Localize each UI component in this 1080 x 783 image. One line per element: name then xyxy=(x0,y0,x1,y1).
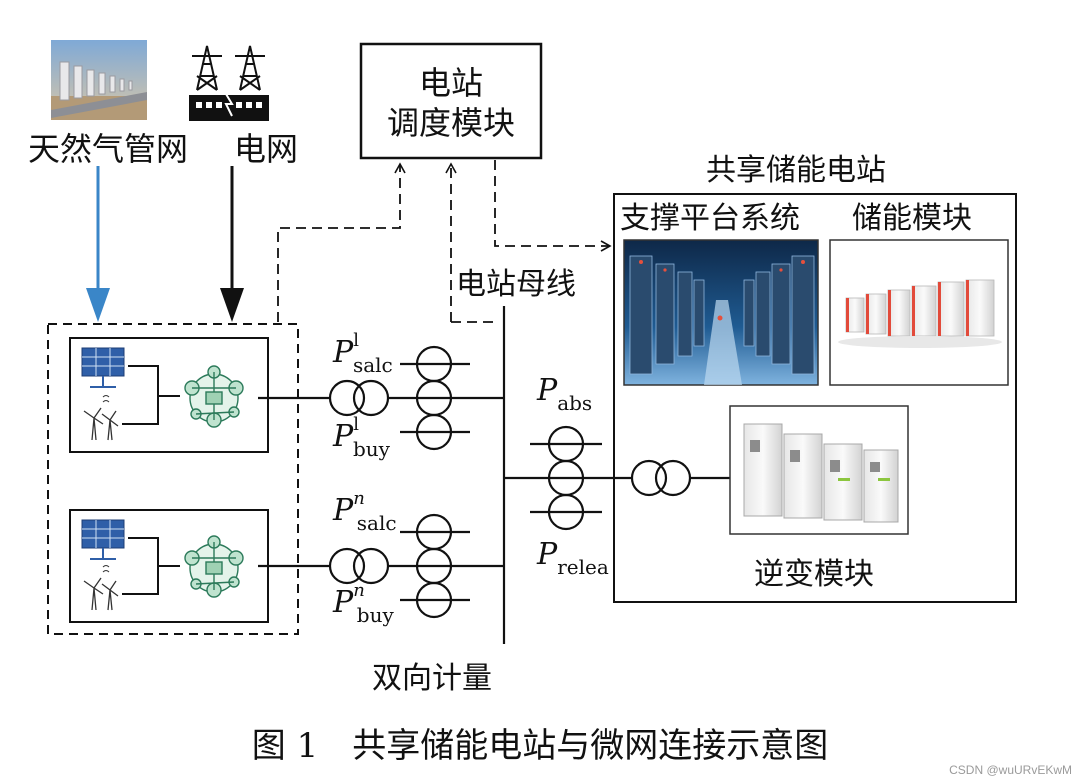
power-grid-label: 电网 xyxy=(234,130,298,168)
microgrid-n xyxy=(69,509,269,623)
dispatch-module-label-1: 电站 xyxy=(419,64,483,102)
p-abs: Pabs xyxy=(536,373,592,415)
solar-panel-icon xyxy=(81,519,125,560)
solar-panel-icon xyxy=(81,347,125,388)
transformer-icon xyxy=(328,379,390,417)
gas-network-label: 天然气管网 xyxy=(28,130,188,168)
transformer-icon xyxy=(630,459,692,497)
support-platform-label: 支撑平台系统 xyxy=(620,201,800,236)
bidirectional-meter-n xyxy=(400,513,470,619)
shared-storage-station-label: 共享储能电站 xyxy=(706,153,886,188)
transmission-tower-icon xyxy=(189,45,269,121)
microgrid-1 xyxy=(69,337,269,453)
bidirectional-meter-1 xyxy=(400,345,470,451)
grid-arrow-head xyxy=(220,288,244,322)
storage-meter xyxy=(530,425,602,531)
storage-module-label: 储能模块 xyxy=(852,201,972,236)
dispatch-module-label-2: 调度模块 xyxy=(387,104,515,142)
power-lines xyxy=(258,306,760,644)
dispatch-communication-lines xyxy=(277,160,612,323)
gas-pipeline-photo xyxy=(51,40,147,120)
dispatch-module-box xyxy=(359,42,543,160)
wind-turbine-icon xyxy=(83,565,119,611)
shared-storage-station-box xyxy=(613,193,1017,603)
inverter-module-label: 逆变模块 xyxy=(754,557,874,592)
microgrid-icon xyxy=(184,535,244,598)
battery-cabinet-photo xyxy=(829,239,1009,386)
wind-turbine-icon xyxy=(83,395,119,441)
figure-caption: 图 1 共享储能电站与微网连接示意图 xyxy=(251,726,829,766)
bidirectional-metering-label: 双向计量 xyxy=(372,661,492,696)
gas-arrow-head xyxy=(86,288,110,322)
station-bus-label: 电站母线 xyxy=(456,267,576,302)
p-relea: Prelea xyxy=(536,537,609,579)
server-room-photo xyxy=(623,239,819,386)
transformer-icon xyxy=(328,547,390,585)
microgrid-cluster xyxy=(47,323,299,635)
watermark: CSDN @wuURvEKwM xyxy=(949,763,1072,777)
inverter-cabinet-photo xyxy=(729,405,909,535)
microgrid-icon xyxy=(184,365,244,428)
